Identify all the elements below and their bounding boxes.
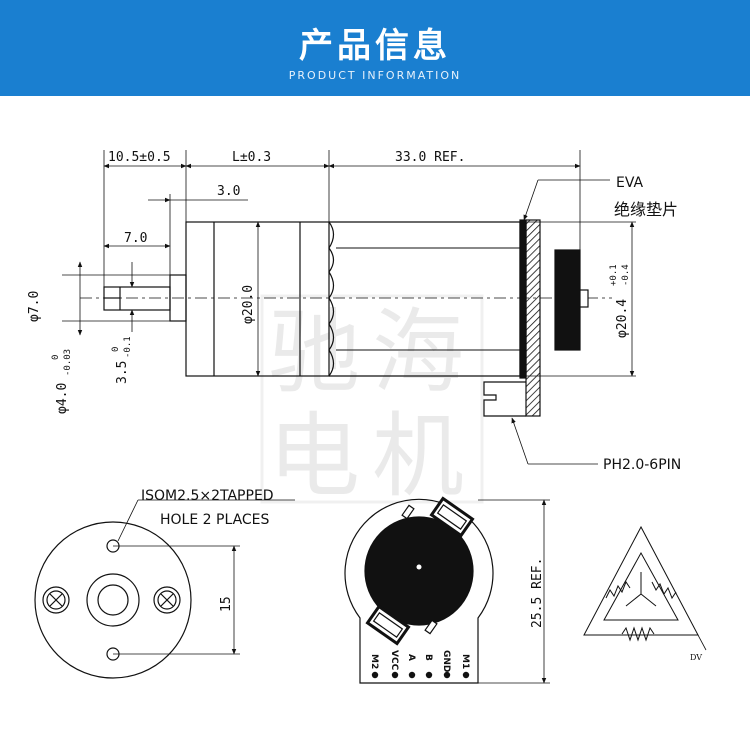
side-view <box>80 219 612 417</box>
page-title: 产品信息 <box>299 26 451 66</box>
thread-label: ISOM2.5×2TAPPED <box>141 488 274 504</box>
resistor-bottom <box>621 626 655 642</box>
front-shaft <box>97 584 129 616</box>
encoder-board <box>525 219 541 417</box>
dim-can-tol-lower: -0.4 <box>621 264 631 286</box>
front-boss <box>86 573 140 627</box>
pin-a-label: A <box>406 654 416 661</box>
pin-gnd-pad <box>443 671 451 679</box>
watermark-char-1: 驰 <box>268 299 360 406</box>
dim-flange: 3.0 <box>217 184 240 199</box>
dim-flat-dia: 3.5 <box>115 361 130 384</box>
inner-triangle <box>603 551 679 621</box>
resistor-right <box>651 581 677 600</box>
dim-can-tol-upper: +0.1 <box>609 264 619 286</box>
watermark-frame <box>260 294 484 504</box>
dim-flat: 7.0 <box>124 231 147 246</box>
dim-gearbox-length: L±0.3 <box>232 150 271 165</box>
outer-triangle <box>583 525 699 636</box>
holes-label: HOLE 2 PLACES <box>160 512 270 528</box>
watermark-char-3: 电 <box>268 403 360 510</box>
watermark-char-4: 机 <box>372 403 464 510</box>
encoder-slot-top <box>429 496 475 538</box>
symbol-label: DV <box>690 653 702 662</box>
watermark: 驰 海 电 机 <box>260 294 484 510</box>
watermark-char-2: 海 <box>372 299 464 406</box>
dim-shaft-length: 10.5±0.5 <box>108 150 171 165</box>
pin-a-pad <box>408 671 416 679</box>
encoder-magnet <box>554 249 581 351</box>
encoder-view <box>344 496 550 684</box>
eva-pad <box>519 219 527 379</box>
side-view-dimensions <box>62 150 636 465</box>
encoder-board-outline <box>344 498 494 684</box>
dim-encoder-height: 25.5 REF. <box>530 558 545 628</box>
front-view-labels: ISOM2.5×2TAPPED HOLE 2 PLACES 15 <box>141 488 274 612</box>
connector-label: PH2.0-6PIN <box>603 457 681 473</box>
pin-b-label: B <box>423 654 433 661</box>
front-view <box>34 499 295 679</box>
dim-can-dia: φ20.4 <box>615 299 630 338</box>
pin-m1-label: M1 <box>460 654 470 669</box>
eva-cn-label: 绝缘垫片 <box>614 200 678 219</box>
screw-right <box>153 586 181 614</box>
encoder-pins <box>371 671 470 679</box>
dim-shaft-dia: φ4.0 <box>55 383 70 414</box>
dim-flat-tol-upper: 0 <box>111 347 121 352</box>
dim-shaft-tol-lower: -0.03 <box>63 349 73 376</box>
encoder-labels: M2 VCC A B GND M1 25.5 REF. <box>369 558 545 673</box>
encoder-disc <box>364 516 474 626</box>
dim-flat-tol-lower: -0.1 <box>123 336 133 358</box>
screw-left <box>42 586 70 614</box>
pin-m1-pad <box>462 671 470 679</box>
pin-vcc-label: VCC <box>389 650 399 671</box>
pin-vcc-pad <box>391 671 399 679</box>
front-face-outline <box>34 521 192 679</box>
pin-m2-pad <box>371 671 379 679</box>
dim-boss-dia: φ7.0 <box>27 291 42 322</box>
dim-shaft-tol-upper: 0 <box>51 355 61 360</box>
encoder-slot-bottom <box>365 604 411 646</box>
pin-gnd-label: GND <box>441 650 451 672</box>
winding-symbol <box>583 525 707 651</box>
technical-drawing: 驰 海 电 机 <box>27 150 707 684</box>
dim-body-dia: φ20.0 <box>241 285 256 324</box>
eva-label: EVA <box>616 175 644 191</box>
side-view-labels: 10.5±0.5 L±0.3 33.0 REF. 3.0 7.0 φ7.0 φ4… <box>27 150 681 473</box>
resistor-left <box>605 580 631 599</box>
dim-hole-spacing: 15 <box>219 596 234 612</box>
dim-motor-length: 33.0 REF. <box>395 150 465 165</box>
pin-b-pad <box>425 671 433 679</box>
header-banner: 产品信息 PRODUCT INFORMATION <box>0 0 750 96</box>
pin-m2-label: M2 <box>369 654 379 669</box>
connector <box>483 381 526 417</box>
page-subtitle: PRODUCT INFORMATION <box>288 69 462 82</box>
